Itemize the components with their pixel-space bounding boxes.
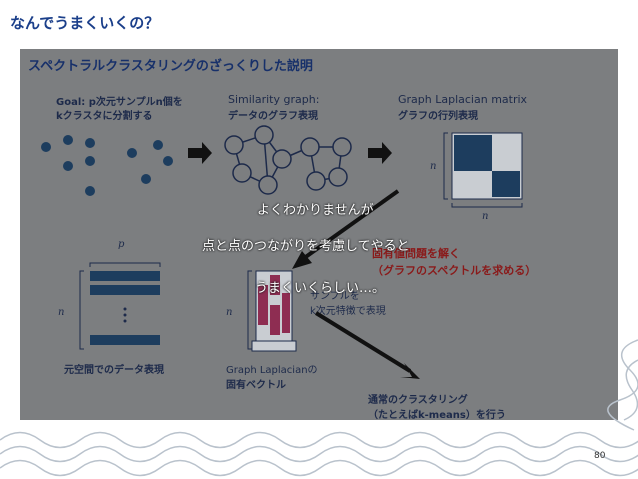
cluster-label: 通常のクラスタリング [368, 395, 468, 406]
explanation-panel: スペクトラルクラスタリングのざっくりした説明 Goal: p次元サンプルn個を … [20, 49, 618, 439]
page-number: 80 [594, 451, 606, 461]
diagram-graphics [41, 125, 523, 379]
sample-label: サンプルを [310, 291, 360, 302]
laplacian-label: Graph Laplacian matrix [398, 93, 528, 106]
goal-label-2: kクラスタに分割する [56, 111, 153, 122]
side-wave-decoration [607, 339, 638, 431]
arrow-down-left [298, 189, 400, 263]
sample-points [41, 135, 173, 196]
laplacian-label-2: グラフの行列表現 [398, 111, 478, 122]
panel-heading: スペクトラルクラスタリングのざっくりした説明 [28, 59, 313, 74]
eigen-label-2: （グラフのスペクトルを求める） [372, 264, 537, 277]
eigvec-label-2: 固有ベクトル [226, 380, 286, 391]
laplacian-matrix [443, 132, 523, 208]
orig-space-label: 元空間でのデータ表現 [64, 365, 164, 376]
data-p-label: p [118, 239, 125, 250]
data-matrix [79, 262, 161, 350]
eigvec-label: Graph Laplacianの [226, 365, 318, 376]
similarity-label: Similarity graph: [228, 93, 320, 106]
overlay-line-1: よくわかりませんが [257, 203, 374, 218]
slide-title: なんでうまくいくの？ [10, 14, 160, 32]
arrow-right-1 [188, 142, 212, 164]
cluster-label-2: （たとえばk-means）を行う [368, 410, 506, 421]
goal-label: Goal: p次元サンプルn個を [56, 97, 183, 108]
arrow-right-2 [368, 142, 392, 164]
wave-decoration [0, 420, 638, 479]
overlay-line-3: うまくいくらしい…。 [255, 281, 386, 296]
eigen-label: 固有値問題を解く [372, 247, 460, 260]
matrix-n-left: n [430, 161, 437, 172]
overlay-line-2: 点と点のつながりを考慮してやると [202, 239, 410, 254]
similarity-graph [224, 125, 352, 195]
sample-label-2: k次元特徴で表現 [310, 306, 386, 317]
similarity-label-2: データのグラフ表現 [228, 111, 318, 122]
matrix-n-bottom: n [482, 211, 489, 222]
eigenvector-matrix [247, 270, 297, 352]
data-n-label: n [58, 307, 65, 318]
arrow-down-right [314, 311, 412, 373]
eigvec-n-label: n [226, 307, 233, 318]
